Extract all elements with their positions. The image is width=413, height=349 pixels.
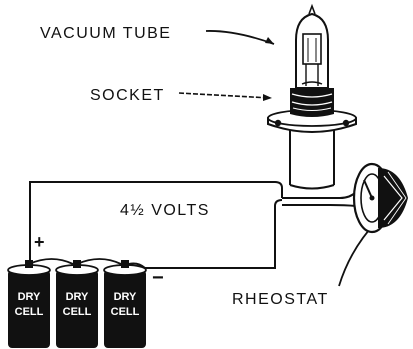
negative-lead <box>128 262 146 269</box>
arrowhead-vacuum-tube <box>265 37 274 44</box>
label-minus: − <box>152 267 165 289</box>
vacuum-tube <box>295 3 329 89</box>
label-rheostat: RHEOSTAT <box>232 291 329 308</box>
pointer-vacuum-tube <box>205 30 275 45</box>
dry-cell-label-line1: DRY <box>114 291 137 303</box>
dry-cell-label-line1: DRY <box>66 291 89 303</box>
label-socket: SOCKET <box>90 87 165 104</box>
dry-cell: DRY CELL <box>103 260 147 348</box>
rheostat <box>352 162 408 234</box>
dry-cell: DRY CELL <box>7 260 51 348</box>
dry-cell-label-line2: CELL <box>111 306 140 318</box>
cell-connector <box>28 258 122 265</box>
label-voltage: 4½ VOLTS <box>120 202 210 219</box>
pointer-socket <box>178 92 271 99</box>
tube-socket <box>267 88 357 190</box>
arrowhead-socket <box>263 94 272 101</box>
dry-cell: DRY CELL <box>55 260 99 348</box>
label-plus: + <box>34 232 46 252</box>
dry-cell-label-line2: CELL <box>15 306 44 318</box>
circuit-wires <box>29 181 357 269</box>
battery: DRY CELL DRY CELL DRY CELL <box>7 258 147 348</box>
dry-cell-label-line2: CELL <box>63 306 92 318</box>
dry-cell-label-line1: DRY <box>18 291 41 303</box>
label-vacuum-tube: VACUUM TUBE <box>40 25 171 42</box>
